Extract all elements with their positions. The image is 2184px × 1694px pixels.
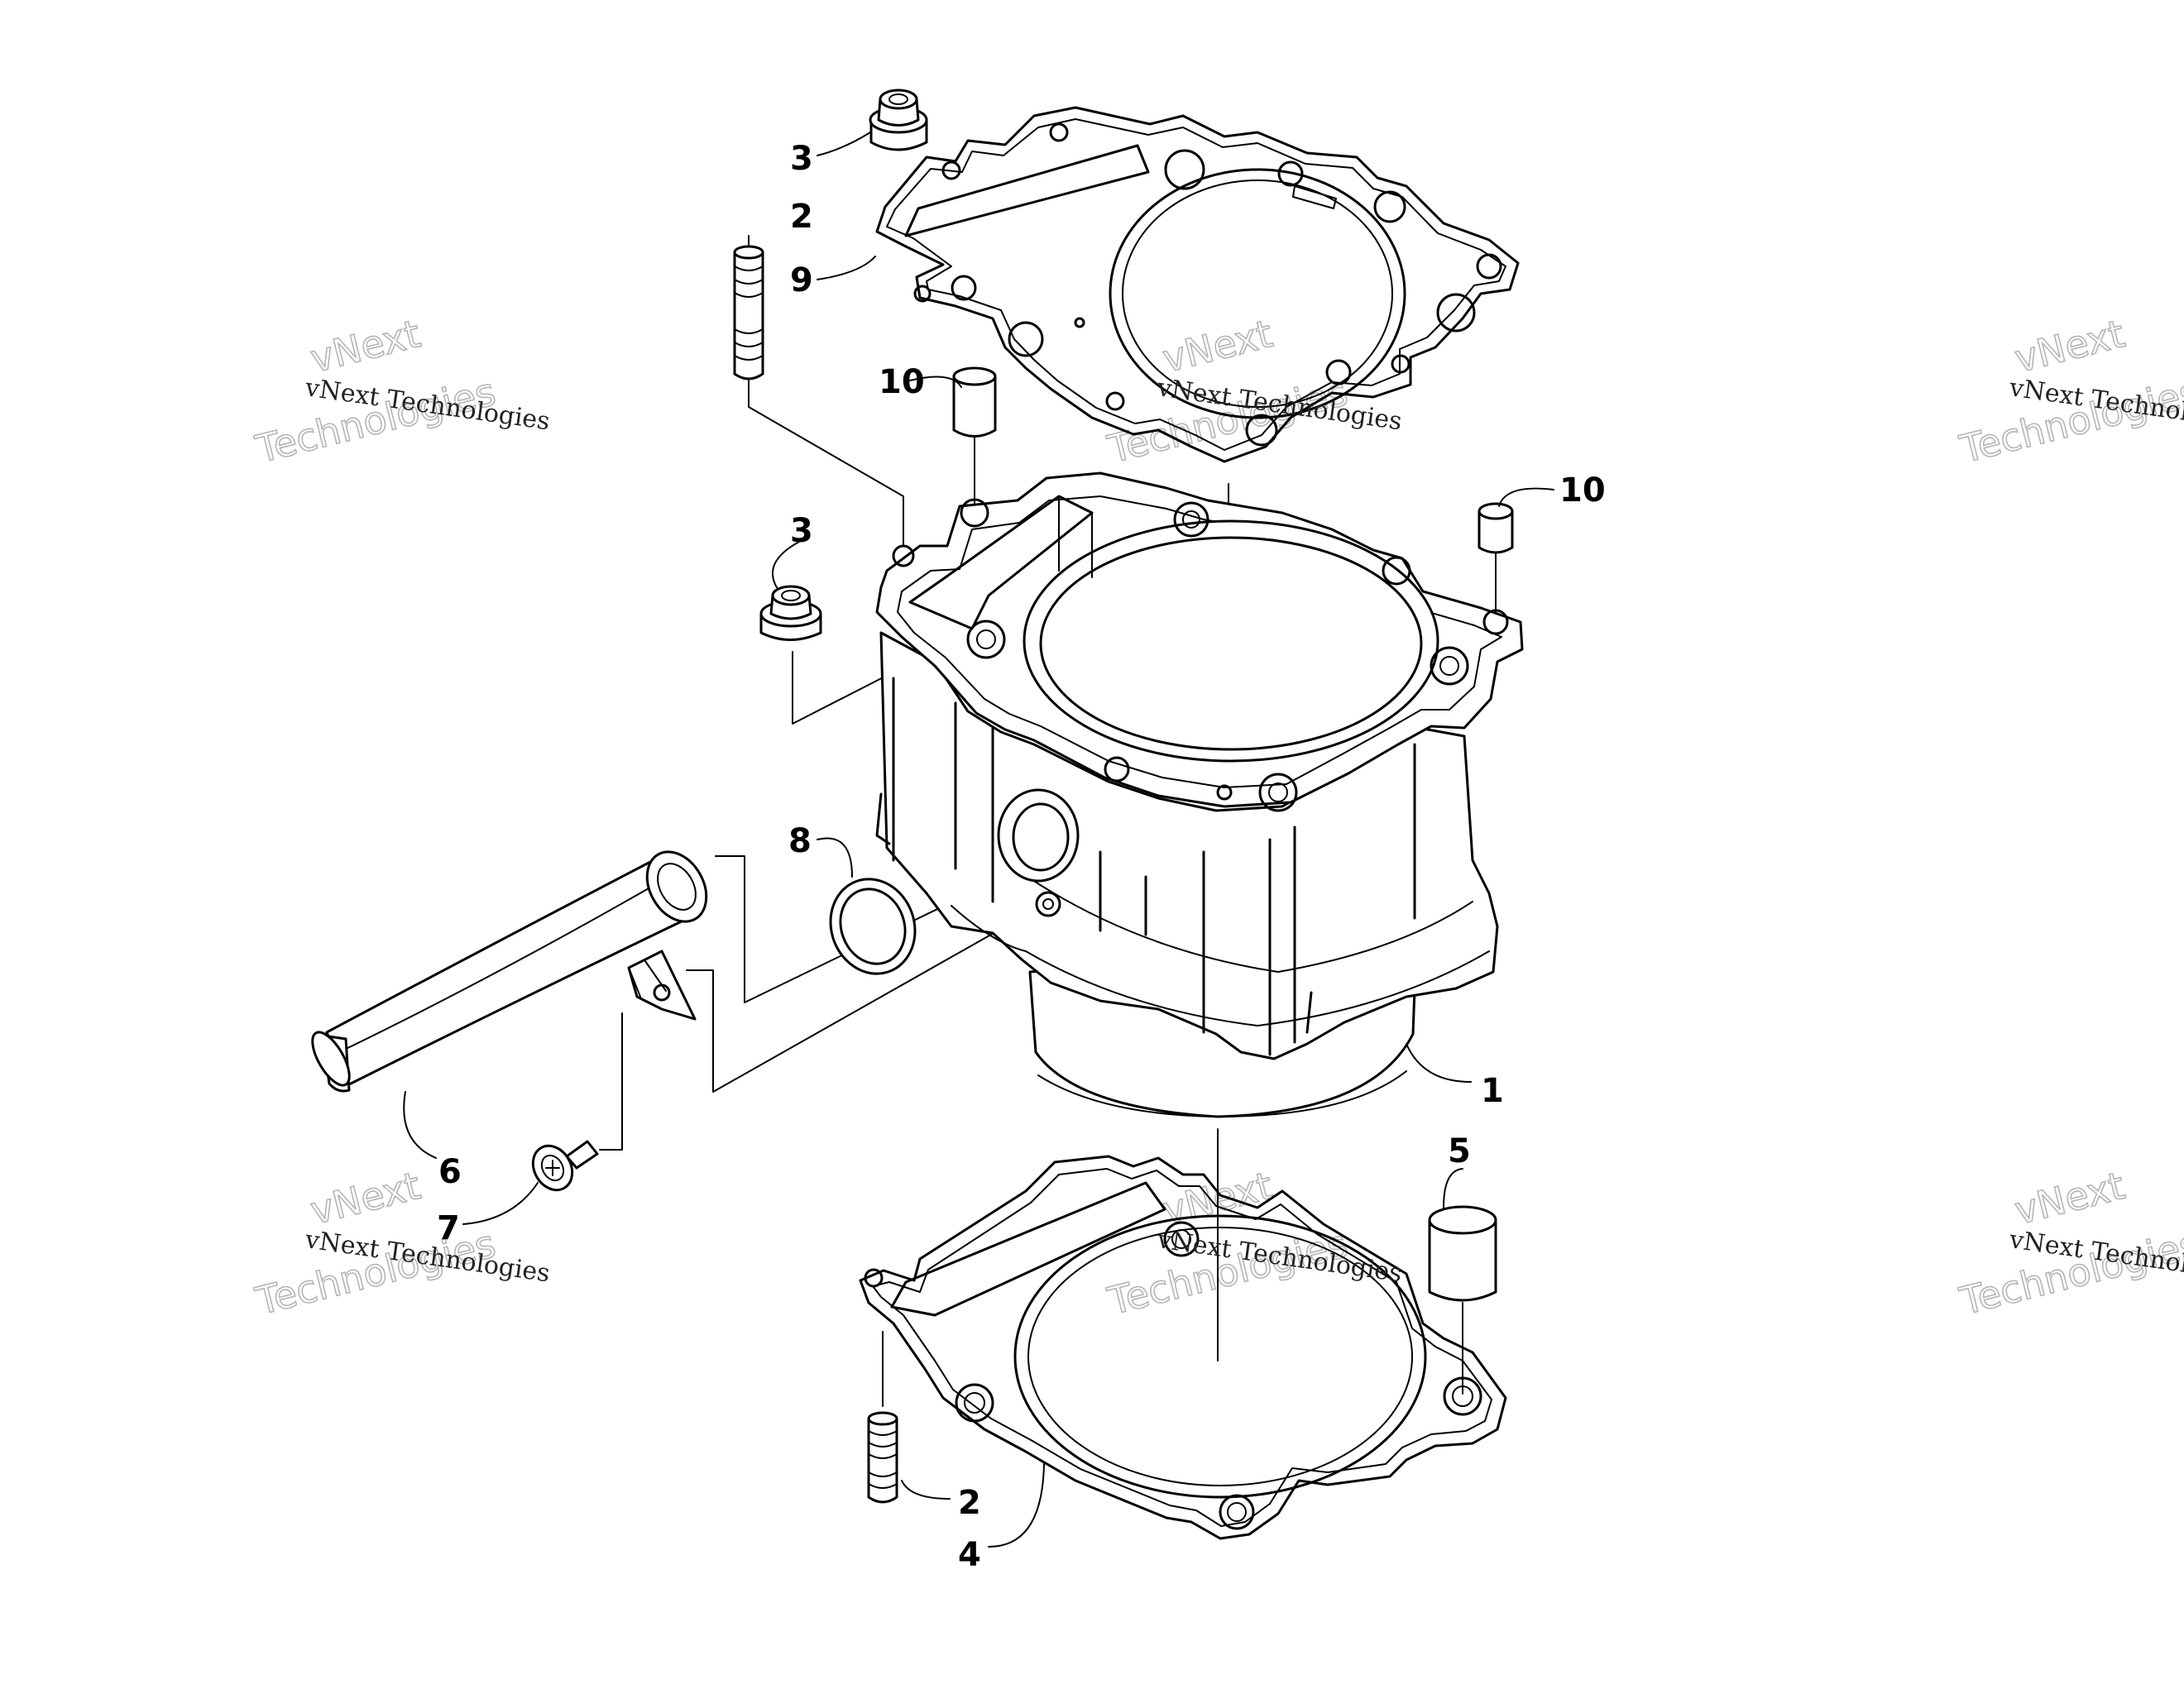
watermark-outline-top: vNext <box>2010 311 2129 381</box>
callout-leader-6 <box>403 1091 437 1159</box>
stud-bolt-part-2-bottom <box>867 1411 898 1504</box>
head-gasket-bore <box>1109 168 1406 419</box>
cylinder-bore <box>1023 519 1439 763</box>
watermark-outline-top: vNext <box>2010 1163 2129 1233</box>
callout-10-left: 10 <box>879 363 925 401</box>
callout-leader-5 <box>1443 1168 1463 1208</box>
callout-leader-3-top <box>817 132 871 156</box>
callout-leader-4 <box>988 1463 1045 1548</box>
dowel-pin-part-10-left <box>952 366 997 438</box>
callout-leader-8 <box>817 837 853 878</box>
screw-leader <box>599 1012 623 1151</box>
callout-leader-9 <box>817 256 876 280</box>
callout-leader-3-mid <box>772 541 800 590</box>
callout-3-mid: 3 <box>790 512 813 550</box>
callout-leaders <box>403 132 1554 1548</box>
water-pipe-part-6 <box>311 850 708 1093</box>
callout-2-top: 2 <box>790 198 813 236</box>
cylinder-part-1 <box>875 471 1524 1118</box>
callout-leader-1 <box>1406 1043 1472 1083</box>
watermark-outline-top: vNext <box>1158 311 1276 381</box>
dowel-part-5 <box>1428 1205 1497 1302</box>
callout-leader-2-bottom <box>901 1480 951 1500</box>
callout-labels: 3 2 9 10 10 3 8 1 5 6 7 2 4 <box>437 140 1606 1574</box>
cylinder-body <box>879 631 1499 1060</box>
callout-1: 1 <box>1481 1072 1504 1110</box>
head-gasket-part-9 <box>875 106 1520 463</box>
callout-leader-10-left <box>909 376 962 388</box>
flange-nut-part-3-mid <box>759 585 822 641</box>
nut-leader-mid <box>792 651 898 725</box>
dowel-pin-part-10-right <box>1478 502 1514 554</box>
o-ring-part-8 <box>829 878 917 975</box>
pipe-leader-lower <box>686 902 1047 1093</box>
stud-bolt-part-2-top <box>733 245 764 380</box>
callout-9: 9 <box>790 261 813 299</box>
callout-8: 8 <box>788 822 812 860</box>
callout-leader-7 <box>462 1182 539 1225</box>
base-gasket-bore <box>1013 1214 1427 1499</box>
callout-3-top: 3 <box>790 140 813 178</box>
callout-4: 4 <box>958 1536 981 1574</box>
stud-leader-top <box>748 380 904 547</box>
callout-5: 5 <box>1448 1132 1471 1170</box>
callout-7: 7 <box>437 1209 460 1247</box>
watermark-outline-top: vNext <box>306 311 424 381</box>
callout-2-bottom: 2 <box>958 1484 981 1522</box>
screw-part-7 <box>531 1140 599 1192</box>
callout-6: 6 <box>438 1153 462 1191</box>
flange-nut-part-3-top <box>869 89 928 151</box>
base-gasket-part-4 <box>859 1155 1507 1540</box>
base-gasket-chain-slot <box>890 1181 1166 1317</box>
watermark-outline-top: vNext <box>306 1163 424 1233</box>
callout-leader-10-right <box>1498 487 1554 507</box>
head-gasket-chain-slot <box>904 144 1150 237</box>
callout-10-right: 10 <box>1559 471 1606 510</box>
